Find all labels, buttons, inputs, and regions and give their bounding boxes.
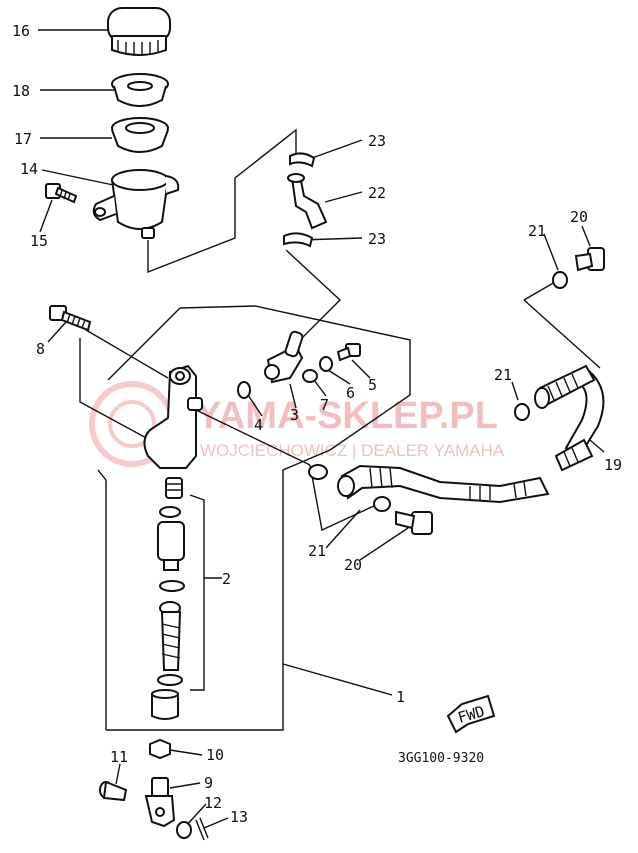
part-13-cotter-pin	[195, 817, 209, 841]
part-21-washer-top	[552, 271, 568, 289]
part-21-washer-right	[514, 403, 530, 421]
label-12: 12	[204, 794, 222, 812]
part-11-pin	[99, 780, 128, 802]
part-23-clamp-bottom	[283, 232, 314, 248]
label-3: 3	[290, 406, 299, 424]
leader-23a	[311, 139, 363, 159]
assembly-outline-left	[107, 307, 181, 381]
label-22: 22	[368, 184, 386, 202]
part-16-cap	[107, 7, 171, 56]
label-23b: 23	[368, 230, 386, 248]
leader-19	[589, 439, 605, 453]
part-23-clamp-top	[289, 152, 316, 168]
label-5: 5	[368, 376, 377, 394]
leader-20b	[359, 527, 409, 561]
leader-21a	[543, 233, 559, 271]
label-23a: 23	[368, 132, 386, 150]
label-4: 4	[254, 416, 263, 434]
leader-6	[327, 369, 351, 385]
label-21b: 21	[494, 366, 512, 384]
part-3-joint	[264, 330, 304, 384]
leader-21b	[511, 381, 519, 401]
part-18-plate	[111, 73, 169, 107]
part-2-piston-kit	[151, 477, 185, 720]
watermark: YAMA-SKLEP.PL WOJCIECHOWICZ | DEALER YAM…	[89, 381, 505, 467]
label-21a: 21	[528, 222, 546, 240]
leader-5	[351, 359, 371, 379]
label-9: 9	[204, 774, 213, 792]
part-20-bolt-lower	[395, 510, 433, 535]
leader-9	[169, 782, 201, 789]
leader-1	[282, 663, 393, 696]
label-13: 13	[230, 808, 248, 826]
diagram-code: 3GG100-9320	[398, 751, 484, 766]
part-21-washer-lower	[373, 496, 391, 512]
label-6: 6	[346, 384, 355, 402]
label-14: 14	[20, 160, 38, 178]
part-6-washer	[319, 356, 333, 372]
part-20-bolt-top	[574, 247, 605, 272]
leader-7	[313, 379, 327, 397]
leader-8	[47, 321, 67, 343]
leader-13	[203, 817, 229, 829]
assembly-outline	[97, 305, 411, 731]
leader-3	[289, 383, 297, 409]
label-11: 11	[110, 748, 128, 766]
leader-8-lines	[79, 329, 169, 441]
part-15-bolt	[45, 183, 78, 204]
master-cylinder-body	[143, 364, 203, 469]
part-4-o-ring	[237, 381, 251, 399]
leader-21c	[325, 509, 361, 549]
part-12-washer	[176, 821, 192, 839]
part-7-washer	[302, 369, 318, 383]
part-19-brake-hose	[337, 364, 605, 504]
part-14-reservoir	[92, 169, 180, 239]
label-10: 10	[206, 746, 224, 764]
leader-2-bracket	[189, 494, 222, 691]
part-5-screw	[336, 343, 361, 362]
leader-14	[41, 169, 119, 187]
label-20a: 20	[570, 208, 588, 226]
leader-10	[169, 749, 203, 756]
hose-line-bottom	[285, 249, 342, 346]
leader-11	[115, 763, 121, 785]
fwd-arrow-icon: FWD	[446, 694, 496, 734]
label-20b: 20	[344, 556, 362, 574]
label-8: 8	[36, 340, 45, 358]
label-15: 15	[30, 232, 48, 250]
leader-21c-lines	[195, 409, 377, 532]
part-9-clevis	[144, 777, 176, 828]
leader-15	[39, 199, 53, 233]
label-17: 17	[14, 130, 32, 148]
part-21-washer-left	[308, 464, 328, 480]
label-19: 19	[604, 456, 622, 474]
label-21c: 21	[308, 542, 326, 560]
watermark-logo-inner	[108, 400, 156, 448]
part-17-diaphragm	[111, 117, 169, 153]
watermark-title: YAMA-SKLEP.PL	[196, 395, 498, 437]
label-2: 2	[222, 570, 231, 588]
leader-hose-top	[523, 281, 601, 369]
label-1: 1	[396, 688, 405, 706]
part-10-nut	[149, 738, 171, 760]
label-16: 16	[12, 22, 30, 40]
part-22-hose	[287, 173, 328, 230]
hose-line-top	[147, 128, 297, 274]
part-8-bolt	[49, 305, 92, 332]
leader-20a	[581, 225, 591, 247]
label-18: 18	[12, 82, 30, 100]
leader-22	[324, 191, 363, 203]
label-7: 7	[320, 396, 329, 414]
watermark-subtitle: WOJCIECHOWICZ | DEALER YAMAHA	[200, 441, 505, 460]
